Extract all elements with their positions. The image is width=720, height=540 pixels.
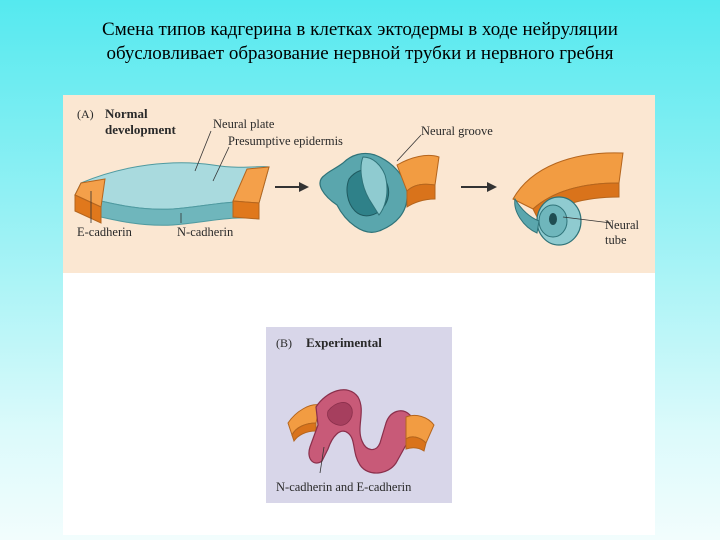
panel-b-tag: (B) xyxy=(276,336,292,350)
experimental-fold xyxy=(287,389,435,474)
neurulation-figure: (A) Normal development Neural plate Pres… xyxy=(63,95,655,535)
label-neural-groove: Neural groove xyxy=(421,124,493,138)
panel-b-drawing: (B) Experimental N-cadherin and E-cadher… xyxy=(276,335,435,494)
slide-title-line-2: обусловливает образование нервной трубки… xyxy=(106,43,614,64)
slide-title-line-1: Смена типов кадгерина в клетках эктодерм… xyxy=(102,19,618,40)
slide-title: Смена типов кадгерина в клетках эктодерм… xyxy=(0,18,720,66)
arrow-1 xyxy=(275,182,309,192)
label-n-cadherin-and-e-cadherin: N-cadherin and E-cadherin xyxy=(276,480,412,494)
label-neural-tube-line-1: Neural xyxy=(605,218,640,232)
panel-b-experimental: (B) Experimental N-cadherin and E-cadher… xyxy=(266,327,452,503)
label-e-cadherin: E-cadherin xyxy=(77,225,133,239)
label-presumptive-epidermis: Presumptive epidermis xyxy=(228,134,343,148)
label-neural-plate: Neural plate xyxy=(213,117,275,131)
arrow-2 xyxy=(461,182,497,192)
panel-a-normal-development: (A) Normal development Neural plate Pres… xyxy=(63,95,655,273)
panel-a-drawing xyxy=(74,130,624,246)
neural-tube-stage xyxy=(512,152,624,246)
panel-a-heading-line-2: development xyxy=(105,122,176,137)
leader-line-b xyxy=(319,446,325,474)
label-neural-tube-line-2: tube xyxy=(605,233,627,247)
neural-plate-slab xyxy=(74,162,270,226)
panel-b-heading: Experimental xyxy=(306,335,382,350)
label-n-cadherin: N-cadherin xyxy=(177,225,234,239)
panel-a-labels: (A) Normal development Neural plate Pres… xyxy=(77,106,640,247)
panel-a-tag: (A) xyxy=(77,107,94,121)
neural-groove-fold xyxy=(319,152,440,233)
panel-a-heading-line-1: Normal xyxy=(105,106,148,121)
leader-lines xyxy=(90,130,612,224)
